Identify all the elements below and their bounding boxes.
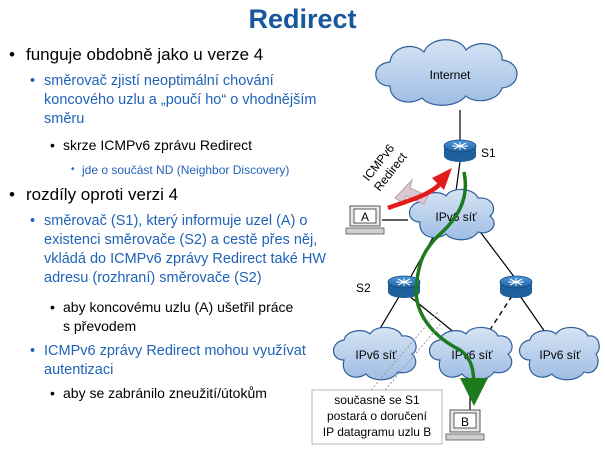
- icmp-redirect-label: ICMPv6 Redirect: [360, 141, 410, 194]
- router-s2-icon: [387, 275, 421, 298]
- host-b-label: B: [461, 415, 469, 429]
- host-a-icon: A: [345, 205, 385, 235]
- bullet-1-sub-1: • směrovač zjistí neoptimální chování ko…: [30, 73, 317, 127]
- svg-text:postará o doručení: postará o doručení: [327, 409, 428, 423]
- bullet-1-sub-2: •skrze ICMPv6 zprávu Redirect: [50, 137, 253, 153]
- ipv6-cloud-mid: IPv6 síť: [428, 326, 513, 381]
- bullet-2-sub-2: • aby koncovému uzlu (A) ušetřil práce s…: [50, 299, 294, 334]
- svg-text:současně se S1: současně se S1: [334, 393, 420, 407]
- slide-title: Redirect: [248, 4, 357, 34]
- ipv6-cloud-right-label: IPv6 síť: [539, 348, 581, 362]
- bullet-2-sub-3: • ICMPv6 zprávy Redirect mohou využívat …: [30, 343, 306, 378]
- ipv6-cloud-left-label: IPv6 síť: [355, 348, 397, 362]
- svg-text:IP datagramu uzlu B: IP datagramu uzlu B: [323, 425, 432, 439]
- bullet-1-sub-3: •jde o součást ND (Neighbor Discovery): [71, 163, 290, 177]
- host-b-icon: B: [445, 409, 485, 441]
- bullet-2: •rozdíly oproti verzi 4: [9, 185, 179, 204]
- bullet-2-sub-4: •aby se zabránilo zneužití/útokům: [50, 385, 267, 401]
- ipv6-cloud-top: IPv6 síť: [408, 188, 495, 241]
- s2-label: S2: [356, 281, 371, 295]
- bullet-1: •funguje obdobně jako u verze 4: [9, 45, 264, 64]
- internet-cloud: Internet: [375, 39, 518, 106]
- router-s1-icon: [443, 139, 477, 162]
- red-redirect-arrow: [387, 168, 452, 211]
- callout-box: současně se S1 postará o doručení IP dat…: [311, 311, 445, 445]
- bullet-2-sub-1: • směrovač (S1), který informuje uzel (A…: [30, 213, 327, 286]
- internet-label: Internet: [430, 68, 471, 82]
- ipv6-cloud-left: IPv6 síť: [332, 326, 417, 381]
- green-path: [414, 171, 488, 406]
- ipv6-cloud-right: IPv6 síť: [518, 326, 600, 381]
- s1-label: S1: [481, 146, 496, 160]
- host-a-label: A: [361, 210, 369, 224]
- router-right-icon: [499, 275, 533, 298]
